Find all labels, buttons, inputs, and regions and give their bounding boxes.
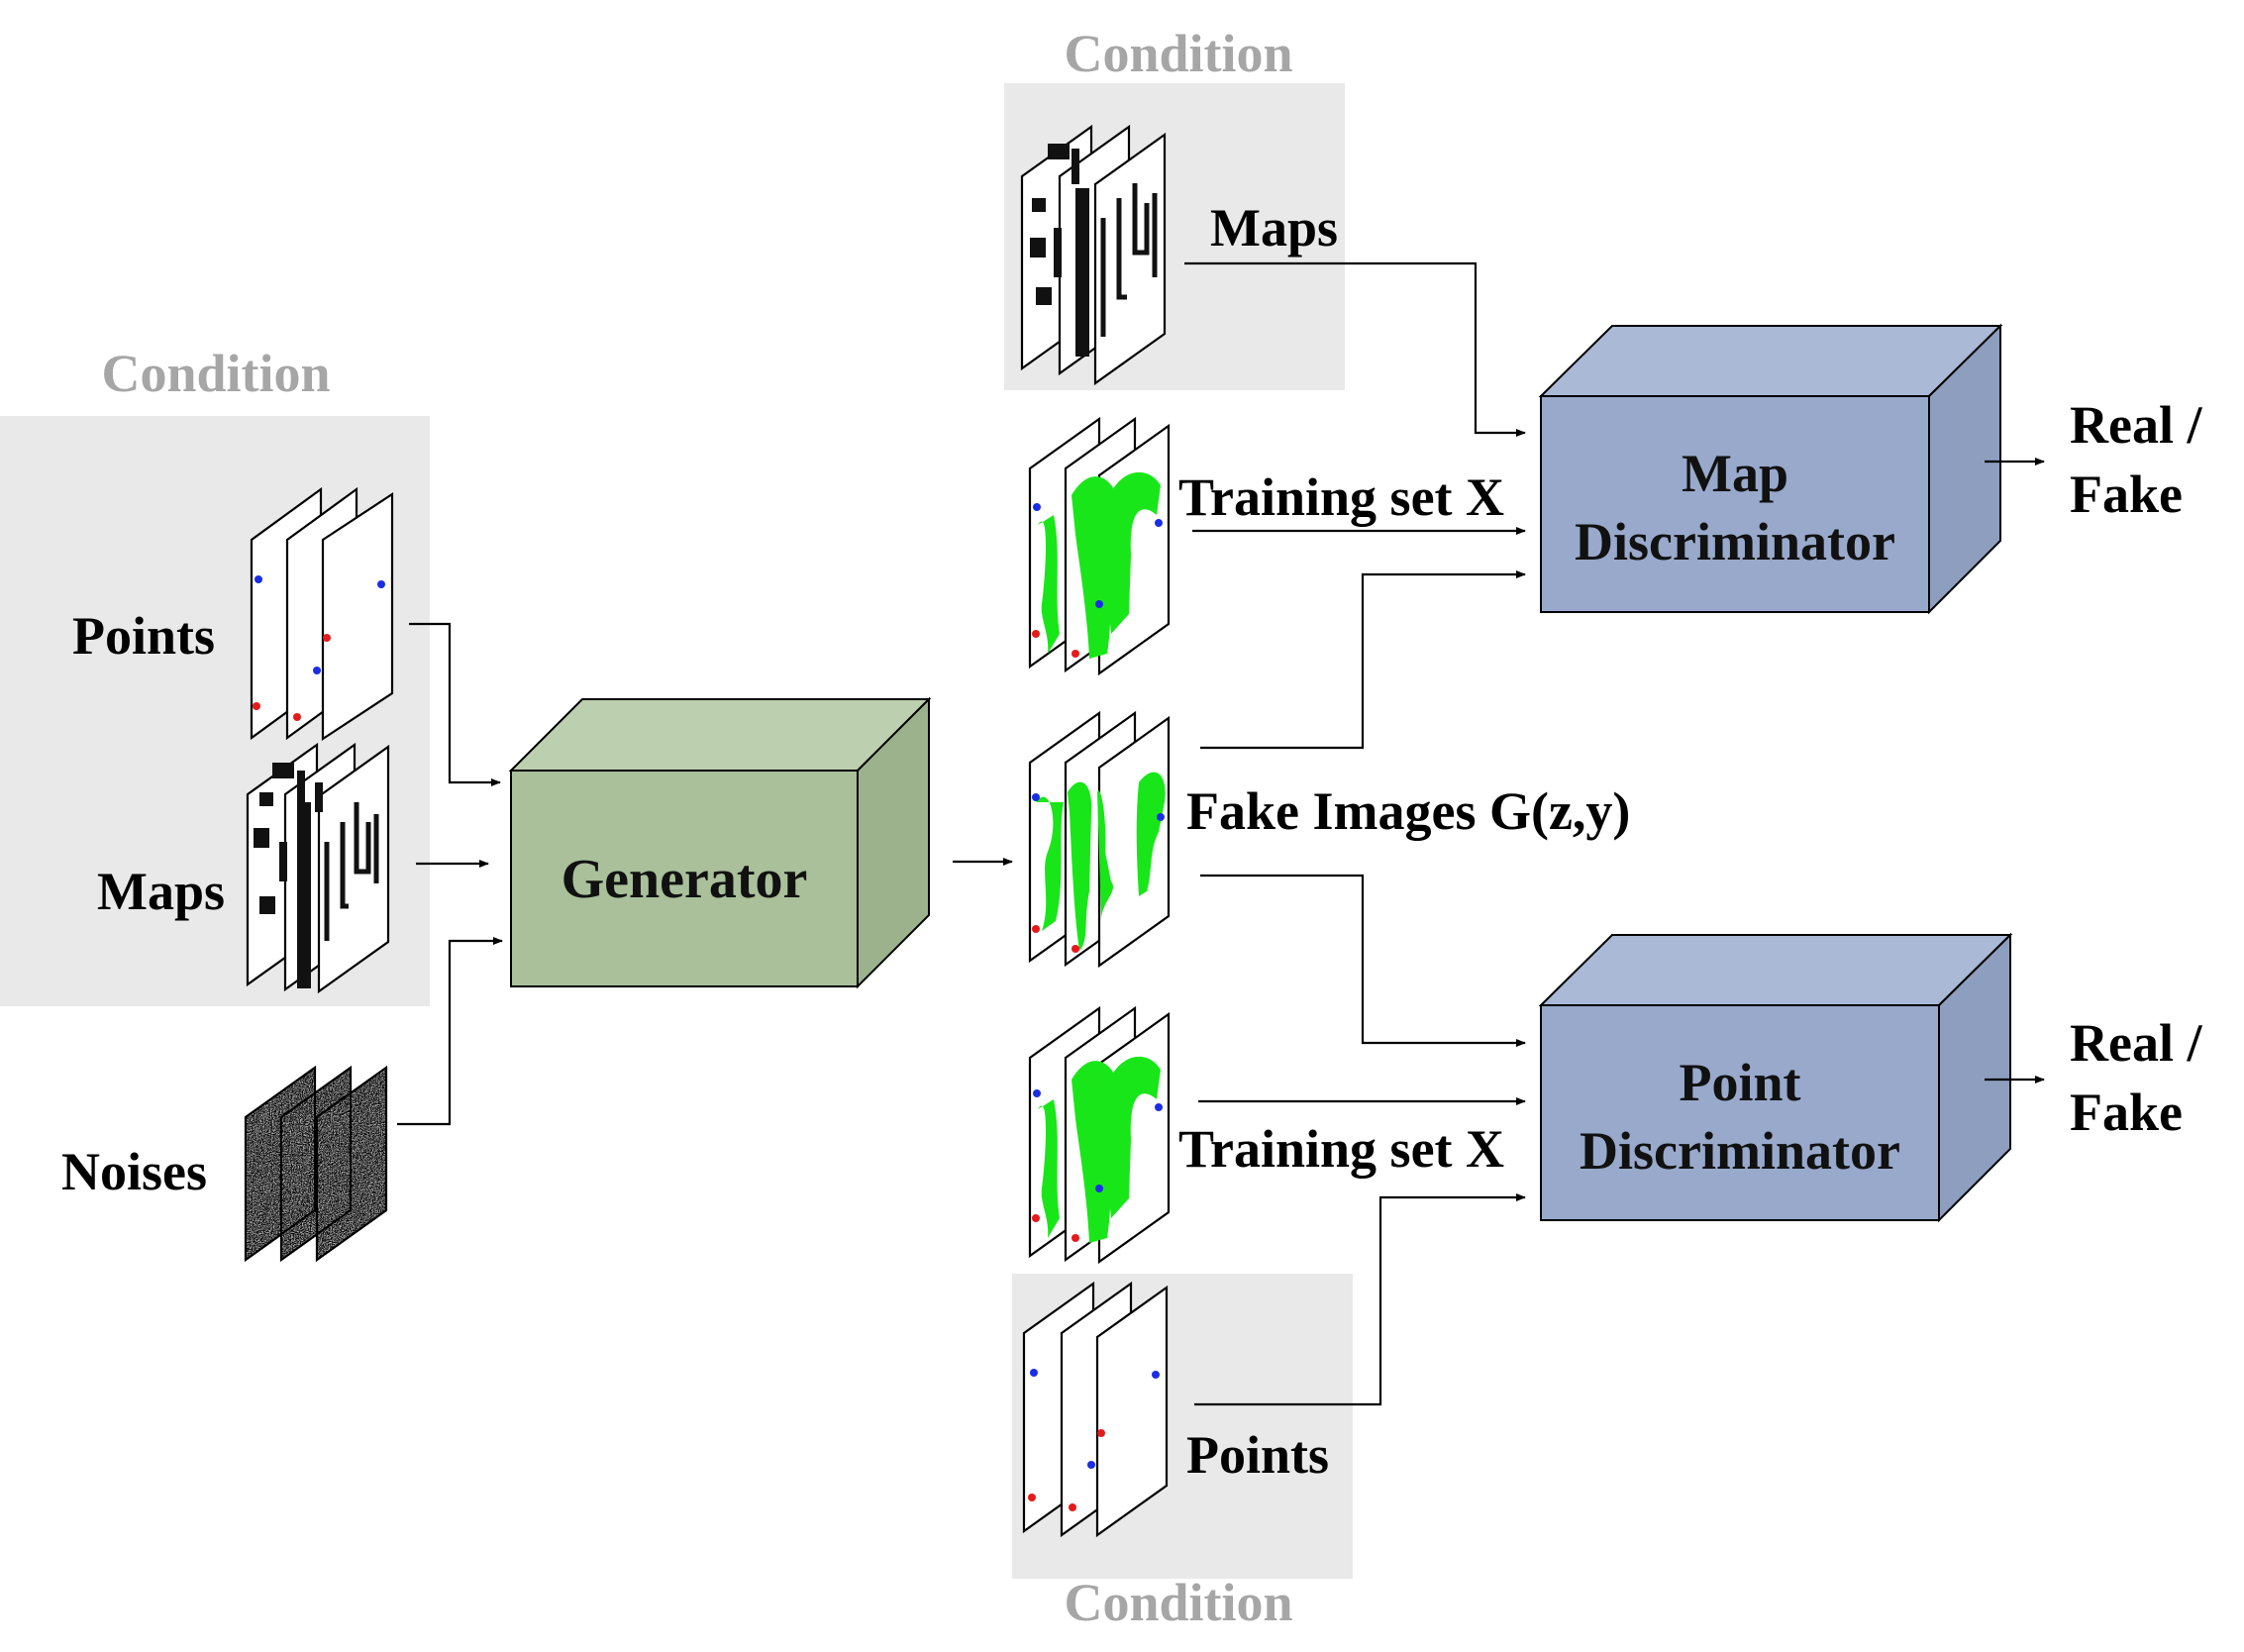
point-red-dot <box>253 702 260 710</box>
point-discriminator-block: Point Discriminator <box>1538 932 2013 1223</box>
bottom-condition-title: Condition <box>1064 1573 1292 1632</box>
left-maps-image-stack <box>246 742 390 994</box>
generator-block: Generator <box>508 696 932 989</box>
left-condition-title: Condition <box>101 344 330 403</box>
fake-to-map-discriminator-arrow <box>1200 570 1526 750</box>
noise-image-stack <box>244 1065 388 1263</box>
training-set-image-stack-top <box>1028 416 1171 676</box>
points-to-point-discriminator-arrow <box>1194 1193 1526 1406</box>
condition-maps-label: Maps <box>1210 198 1338 258</box>
map-discriminator-block: Map Discriminator <box>1538 323 2003 615</box>
top-condition-title: Condition <box>1064 24 1292 83</box>
point-real-fake-label-line1: Real / <box>2070 1013 2202 1073</box>
generator-label: Generator <box>561 849 808 910</box>
noises-label: Noises <box>61 1142 207 1201</box>
training-set-label-top: Training set X <box>1178 467 1504 527</box>
fake-images-label: Fake Images G(z,y) <box>1186 781 1630 841</box>
left-points-label: Points <box>72 606 215 666</box>
point-blue-dot <box>313 667 321 674</box>
condition-points-label: Points <box>1186 1425 1329 1485</box>
point-blue-dot <box>255 575 262 583</box>
map-discriminator-label-line1: Map <box>1682 444 1788 503</box>
left-maps-label: Maps <box>97 862 225 921</box>
point-blue-dot <box>377 580 385 588</box>
left-points-image-stack <box>250 486 394 742</box>
noises-to-generator-arrow <box>397 937 503 1126</box>
fake-to-point-discriminator-arrow <box>1200 874 1526 1047</box>
map-real-fake-label-line2: Fake <box>2070 465 2183 524</box>
condition-maps-image-stack <box>1020 124 1167 386</box>
condition-points-image-stack <box>1022 1281 1169 1538</box>
map-discriminator-label-line2: Discriminator <box>1575 512 1895 571</box>
point-discriminator-label-line2: Discriminator <box>1580 1121 1900 1181</box>
point-discriminator-label-line1: Point <box>1679 1053 1800 1112</box>
training-set-label-bottom: Training set X <box>1178 1119 1504 1179</box>
training-set-image-stack-bottom <box>1028 1005 1171 1265</box>
maps-to-map-discriminator-arrow <box>1184 261 1526 437</box>
point-real-fake-label-line2: Fake <box>2070 1083 2183 1142</box>
point-red-dot <box>293 713 301 721</box>
point-red-dot <box>323 634 331 642</box>
fake-images-image-stack <box>1028 710 1171 969</box>
map-real-fake-label-line1: Real / <box>2070 395 2202 455</box>
points-to-generator-arrow <box>409 622 501 786</box>
